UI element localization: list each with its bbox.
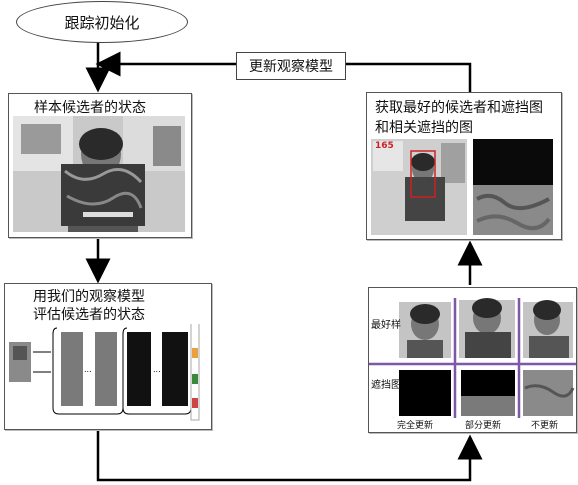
start-label: 跟踪初始化: [64, 13, 140, 32]
start-node: 跟踪初始化: [16, 1, 188, 43]
sample-photo: [13, 116, 185, 232]
col-label-full-update: 完全更新: [397, 421, 434, 431]
panel-best-title-1: 获取最好的候选者和遮挡图: [375, 100, 543, 116]
panel-evaluate-title-1: 用我们的观察模型: [33, 289, 145, 305]
update-model-label: 更新观察模型: [249, 59, 333, 75]
svg-text:...: ...: [84, 365, 92, 374]
arrow-best-to-sample: [95, 51, 472, 92]
svg-text:...: ...: [153, 365, 161, 374]
best-candidate-images: [371, 139, 553, 235]
panel-update-variants: 最好样 遮挡图 完全更新 部分更新 不更新: [368, 287, 577, 433]
row-label-occlusion: 遮挡图: [371, 380, 401, 391]
panel-best-title-2: 和相关遮挡的图: [375, 120, 473, 136]
col-label-no-update: 不更新: [531, 421, 559, 431]
row-label-best: 最好样: [371, 320, 401, 331]
panel-sample-states: 样本候选者的状态: [8, 93, 192, 238]
col-label-partial-update: 部分更新: [465, 421, 502, 431]
panel-evaluate-title-2: 评估候选者的状态: [33, 307, 145, 323]
panel-best-candidate: 获取最好的候选者和遮挡图 和相关遮挡的图 165: [366, 92, 562, 240]
panel-sample-title: 样本候选者的状态: [34, 100, 146, 116]
update-model-box: 更新观察模型: [236, 52, 346, 80]
evaluate-illustration: ... ...: [9, 324, 200, 421]
frame-number: 165: [375, 141, 394, 151]
arrow-evaluate-to-update: [96, 430, 483, 482]
panel-evaluate-states: 用我们的观察模型 评估候选者的状态 ... ...: [4, 283, 212, 430]
update-variants-images: [369, 298, 576, 418]
